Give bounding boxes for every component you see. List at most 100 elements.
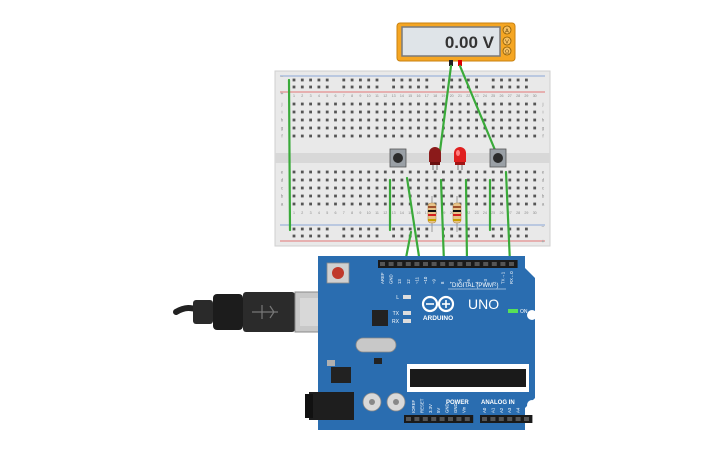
breadboard-hole[interactable]	[458, 102, 462, 106]
breadboard-hole[interactable]	[309, 186, 312, 190]
resistor-right[interactable]	[452, 196, 462, 232]
breadboard-hole[interactable]	[458, 186, 462, 190]
breadboard-hole[interactable]	[359, 178, 362, 182]
breadboard-hole[interactable]	[408, 102, 412, 106]
breadboard-hole[interactable]	[450, 186, 454, 190]
breadboard-hole[interactable]	[525, 186, 528, 190]
breadboard-hole[interactable]	[525, 110, 528, 114]
breadboard-hole[interactable]	[408, 118, 412, 122]
breadboard-hole[interactable]	[342, 85, 346, 89]
breadboard-hole[interactable]	[309, 85, 312, 89]
breadboard-hole[interactable]	[334, 170, 337, 174]
breadboard-hole[interactable]	[525, 170, 528, 174]
breadboard-hole[interactable]	[533, 126, 537, 130]
breadboard-hole[interactable]	[450, 126, 454, 130]
breadboard-hole[interactable]	[450, 227, 454, 231]
breadboard-hole[interactable]	[309, 78, 312, 82]
header-pin[interactable]	[515, 417, 521, 421]
breadboard-hole[interactable]	[450, 102, 454, 106]
breadboard-hole[interactable]	[508, 126, 512, 130]
breadboard-hole[interactable]	[425, 234, 429, 238]
power-header[interactable]	[404, 415, 474, 423]
breadboard-hole[interactable]	[325, 102, 329, 106]
breadboard-hole[interactable]	[367, 194, 371, 198]
breadboard-hole[interactable]	[525, 78, 528, 82]
breadboard-hole[interactable]	[359, 227, 362, 231]
breadboard-hole[interactable]	[334, 110, 337, 114]
breadboard-hole[interactable]	[466, 186, 470, 190]
breadboard-hole[interactable]	[300, 102, 304, 106]
breadboard-hole[interactable]	[466, 178, 470, 182]
breadboard-hole[interactable]	[359, 170, 362, 174]
breadboard-hole[interactable]	[500, 126, 503, 130]
reset-button[interactable]	[326, 262, 350, 284]
breadboard-hole[interactable]	[350, 118, 354, 122]
breadboard-hole[interactable]	[491, 227, 495, 231]
breadboard-hole[interactable]	[300, 178, 304, 182]
breadboard-hole[interactable]	[309, 178, 312, 182]
breadboard-hole[interactable]	[317, 78, 321, 82]
breadboard-hole[interactable]	[466, 170, 470, 174]
breadboard-hole[interactable]	[516, 134, 520, 138]
breadboard-hole[interactable]	[408, 227, 412, 231]
breadboard-hole[interactable]	[508, 85, 512, 89]
breadboard-hole[interactable]	[292, 134, 296, 138]
breadboard-hole[interactable]	[525, 126, 528, 130]
breadboard-hole[interactable]	[317, 110, 321, 114]
breadboard-hole[interactable]	[367, 118, 371, 122]
breadboard-hole[interactable]	[392, 227, 395, 231]
header-pin[interactable]	[431, 262, 437, 266]
probe-red[interactable]	[458, 60, 462, 66]
breadboard-hole[interactable]	[491, 134, 495, 138]
breadboard-hole[interactable]	[491, 194, 495, 198]
breadboard-hole[interactable]	[475, 134, 478, 138]
breadboard-hole[interactable]	[516, 194, 520, 198]
header-pin[interactable]	[422, 417, 428, 421]
breadboard-hole[interactable]	[500, 134, 503, 138]
breadboard-hole[interactable]	[375, 134, 379, 138]
breadboard-hole[interactable]	[367, 227, 371, 231]
breadboard-hole[interactable]	[491, 102, 495, 106]
breadboard-hole[interactable]	[292, 102, 296, 106]
breadboard-hole[interactable]	[525, 85, 528, 89]
digital-header[interactable]	[378, 260, 518, 268]
breadboard-hole[interactable]	[317, 102, 321, 106]
breadboard-hole[interactable]	[417, 194, 420, 198]
breadboard-hole[interactable]	[400, 110, 404, 114]
breadboard-hole[interactable]	[367, 234, 371, 238]
analog-header[interactable]	[480, 415, 533, 423]
breadboard-hole[interactable]	[342, 78, 346, 82]
breadboard-hole[interactable]	[292, 194, 296, 198]
breadboard-hole[interactable]	[483, 118, 487, 122]
breadboard-hole[interactable]	[408, 78, 412, 82]
breadboard-hole[interactable]	[466, 194, 470, 198]
header-pin[interactable]	[397, 262, 403, 266]
breadboard-hole[interactable]	[392, 78, 395, 82]
breadboard-hole[interactable]	[300, 227, 304, 231]
breadboard-hole[interactable]	[383, 102, 387, 106]
breadboard-hole[interactable]	[350, 78, 354, 82]
breadboard-hole[interactable]	[483, 170, 487, 174]
breadboard-hole[interactable]	[392, 194, 395, 198]
breadboard-hole[interactable]	[433, 134, 437, 138]
breadboard-hole[interactable]	[375, 178, 379, 182]
breadboard-hole[interactable]	[292, 85, 296, 89]
breadboard-hole[interactable]	[400, 186, 404, 190]
breadboard-hole[interactable]	[325, 134, 329, 138]
breadboard-hole[interactable]	[325, 85, 329, 89]
breadboard-hole[interactable]	[317, 170, 321, 174]
breadboard-hole[interactable]	[359, 186, 362, 190]
header-pin[interactable]	[490, 417, 496, 421]
led-red[interactable]	[454, 147, 466, 170]
breadboard-hole[interactable]	[383, 178, 387, 182]
breadboard-hole[interactable]	[516, 234, 520, 238]
breadboard-hole[interactable]	[450, 110, 454, 114]
breadboard-hole[interactable]	[317, 194, 321, 198]
breadboard-hole[interactable]	[516, 202, 520, 206]
breadboard-hole[interactable]	[317, 227, 321, 231]
breadboard-hole[interactable]	[408, 186, 412, 190]
breadboard-hole[interactable]	[450, 118, 454, 122]
breadboard-hole[interactable]	[442, 134, 445, 138]
breadboard-hole[interactable]	[425, 227, 429, 231]
breadboard-hole[interactable]	[425, 126, 429, 130]
